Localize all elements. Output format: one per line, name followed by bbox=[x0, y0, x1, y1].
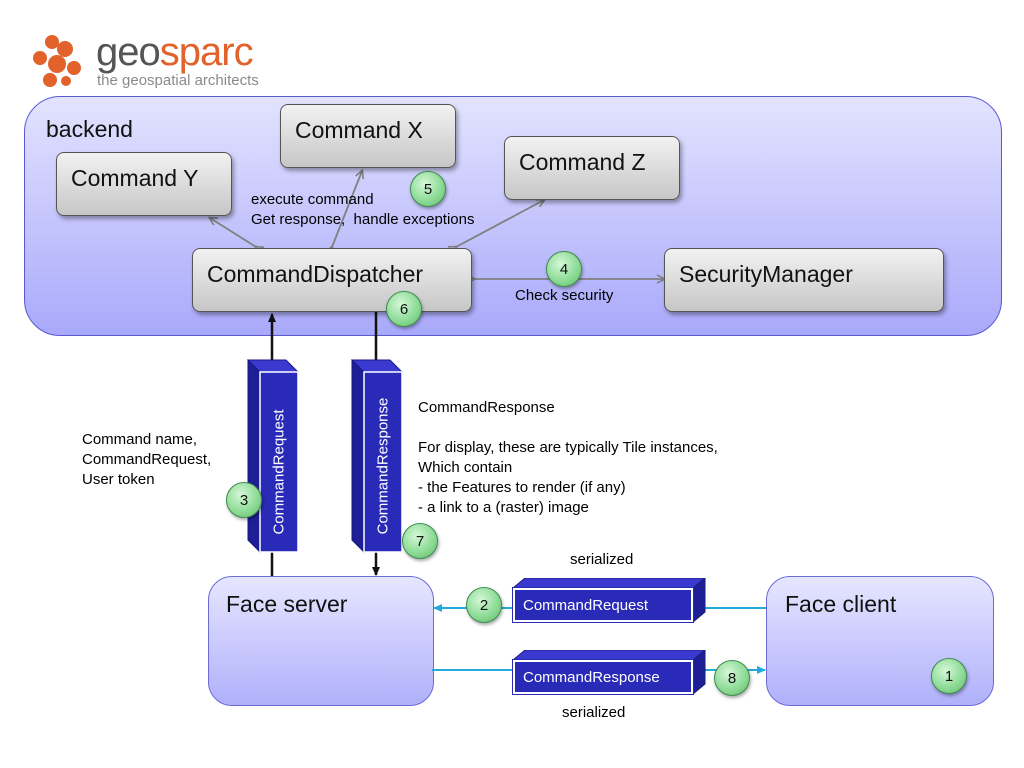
serialized-response-chip: CommandResponse bbox=[511, 650, 707, 698]
command-response-block-label: CommandResponse bbox=[374, 397, 392, 535]
step-1-badge: 1 bbox=[931, 658, 967, 694]
security-manager-box: SecurityManager bbox=[664, 248, 944, 312]
security-manager-label: SecurityManager bbox=[679, 261, 853, 287]
step-6-badge: 6 bbox=[386, 291, 422, 327]
backend-label: backend bbox=[46, 116, 133, 142]
request-contents-note: Command name, CommandRequest, User token bbox=[82, 431, 212, 488]
check-security-note: Check security bbox=[515, 287, 614, 304]
step-4-badge: 4 bbox=[546, 251, 582, 287]
step-2-badge: 2 bbox=[466, 587, 502, 623]
step-7-badge: 7 bbox=[402, 523, 438, 559]
serialized-top-label: serialized bbox=[570, 551, 634, 568]
command-request-block-label: CommandRequest bbox=[270, 409, 288, 535]
serialized-request-chip: CommandRequest bbox=[511, 578, 707, 626]
command-x-box: Command X bbox=[280, 104, 456, 168]
command-z-box: Command Z bbox=[504, 136, 680, 200]
arrow-dispatcher-command-x bbox=[332, 171, 362, 247]
command-z-label: Command Z bbox=[519, 149, 646, 175]
face-client-label: Face client bbox=[785, 591, 897, 617]
chip-depth-shape bbox=[511, 578, 706, 624]
command-x-label: Command X bbox=[295, 117, 423, 143]
step-8-badge: 8 bbox=[714, 660, 750, 696]
logo-mark-icon bbox=[33, 35, 81, 87]
serialized-response-label: CommandResponse bbox=[512, 659, 694, 695]
arrow-dispatcher-command-z bbox=[456, 200, 544, 247]
geosparc-logo: geosparc the geospatial architects bbox=[30, 30, 270, 92]
step-3-badge: 3 bbox=[226, 482, 262, 518]
logo-sparc-text: sparc bbox=[159, 30, 254, 74]
serialized-bottom-label: serialized bbox=[562, 704, 626, 721]
logo-tagline: the geospatial architects bbox=[97, 72, 259, 89]
step-5-badge: 5 bbox=[410, 171, 446, 207]
arrow-dispatcher-command-y bbox=[210, 218, 256, 247]
logo-geo-text: geo bbox=[96, 30, 161, 74]
face-server-region bbox=[208, 576, 434, 706]
command-dispatcher-box: CommandDispatcher bbox=[192, 248, 472, 312]
serialized-request-label: CommandRequest bbox=[512, 587, 694, 623]
command-y-box: Command Y bbox=[56, 152, 232, 216]
response-contents-note: CommandResponse For display, these are t… bbox=[418, 399, 718, 516]
command-y-label: Command Y bbox=[71, 165, 199, 191]
command-dispatcher-label: CommandDispatcher bbox=[207, 261, 424, 287]
execute-command-note: execute command Get response, handle exc… bbox=[251, 191, 475, 228]
face-server-label: Face server bbox=[226, 591, 348, 617]
